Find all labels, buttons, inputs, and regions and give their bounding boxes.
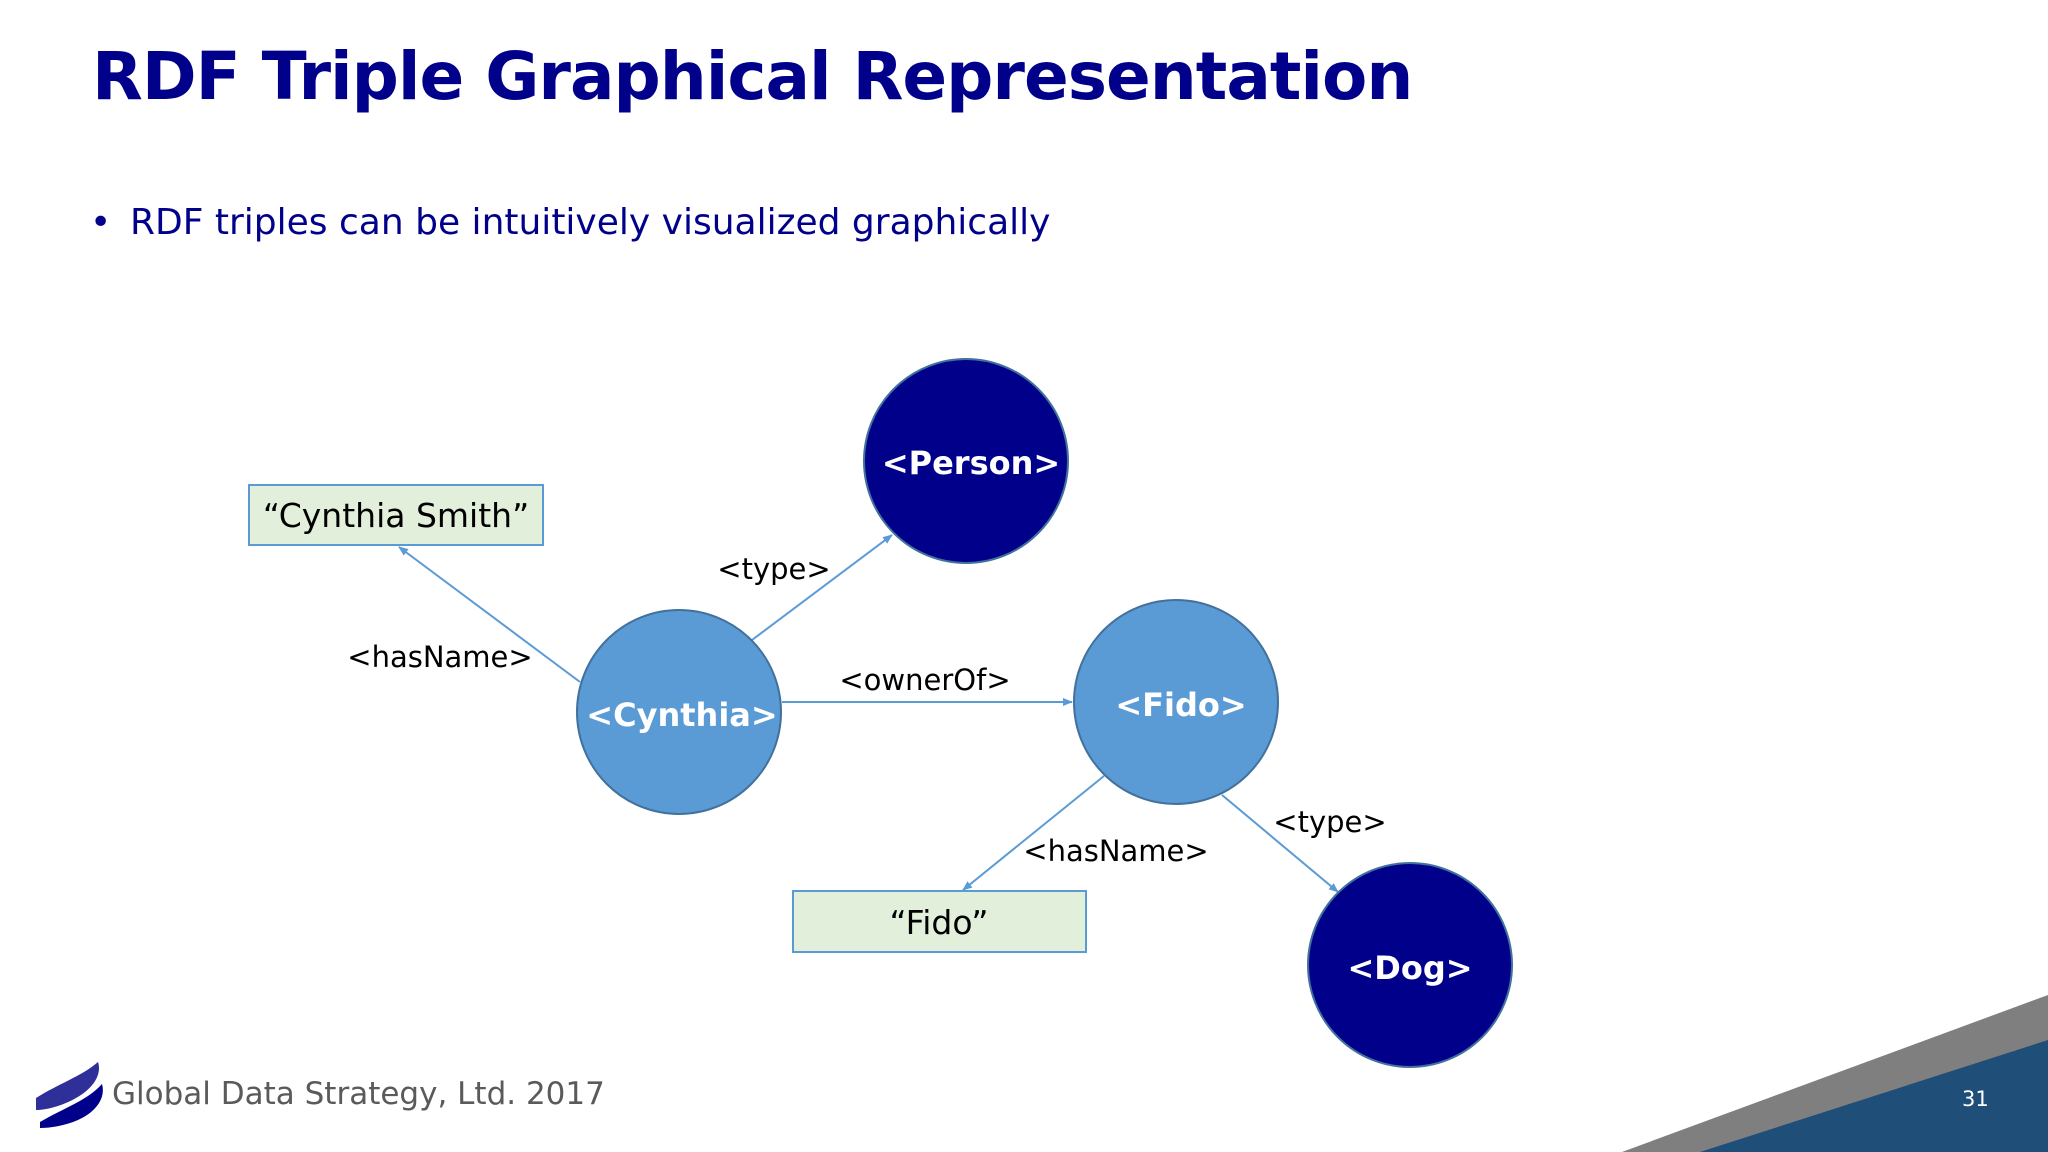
node-fido-label: <Fido> bbox=[1115, 686, 1246, 724]
edge-label-fido-type: <type> bbox=[1273, 805, 1386, 839]
edge-label-cynthia-type: <type> bbox=[717, 552, 830, 586]
node-dog-label: <Dog> bbox=[1347, 949, 1472, 987]
node-dog bbox=[1307, 862, 1513, 1068]
literal-cynthia-smith-box bbox=[248, 484, 544, 546]
edge-label-cynthia-ownerof: <ownerOf> bbox=[839, 663, 1010, 697]
edge-fido-hasname bbox=[962, 775, 1105, 891]
edge-cynthia-hasname bbox=[398, 546, 581, 683]
literal-fido-box bbox=[792, 890, 1087, 953]
edge-label-cynthia-hasname: <hasName> bbox=[347, 640, 532, 674]
footer-band-blue bbox=[1700, 1040, 2048, 1152]
node-cynthia bbox=[576, 609, 782, 815]
node-fido bbox=[1073, 599, 1279, 805]
footer-company: Global Data Strategy, Ltd. 2017 bbox=[112, 1076, 605, 1112]
node-person-label: <Person> bbox=[882, 444, 1060, 482]
slide-title: RDF Triple Graphical Representation bbox=[92, 38, 1413, 115]
edge-cynthia-type bbox=[751, 534, 893, 641]
literal-fido-text: “Fido” bbox=[890, 903, 989, 942]
bullet-item: • RDF triples can be intuitively visualiz… bbox=[90, 202, 1050, 243]
bullet-text: RDF triples can be intuitively visualize… bbox=[130, 202, 1051, 243]
literal-cynthia-smith-text: “Cynthia Smith” bbox=[263, 496, 529, 535]
edge-label-fido-hasname: <hasName> bbox=[1023, 834, 1208, 868]
node-person bbox=[863, 358, 1069, 564]
swoosh-logo-icon bbox=[36, 1062, 103, 1128]
bullet-dot: • bbox=[90, 202, 112, 243]
page-number: 31 bbox=[1962, 1087, 1989, 1111]
node-cynthia-label: <Cynthia> bbox=[586, 696, 777, 734]
edge-fido-type bbox=[1221, 794, 1339, 893]
